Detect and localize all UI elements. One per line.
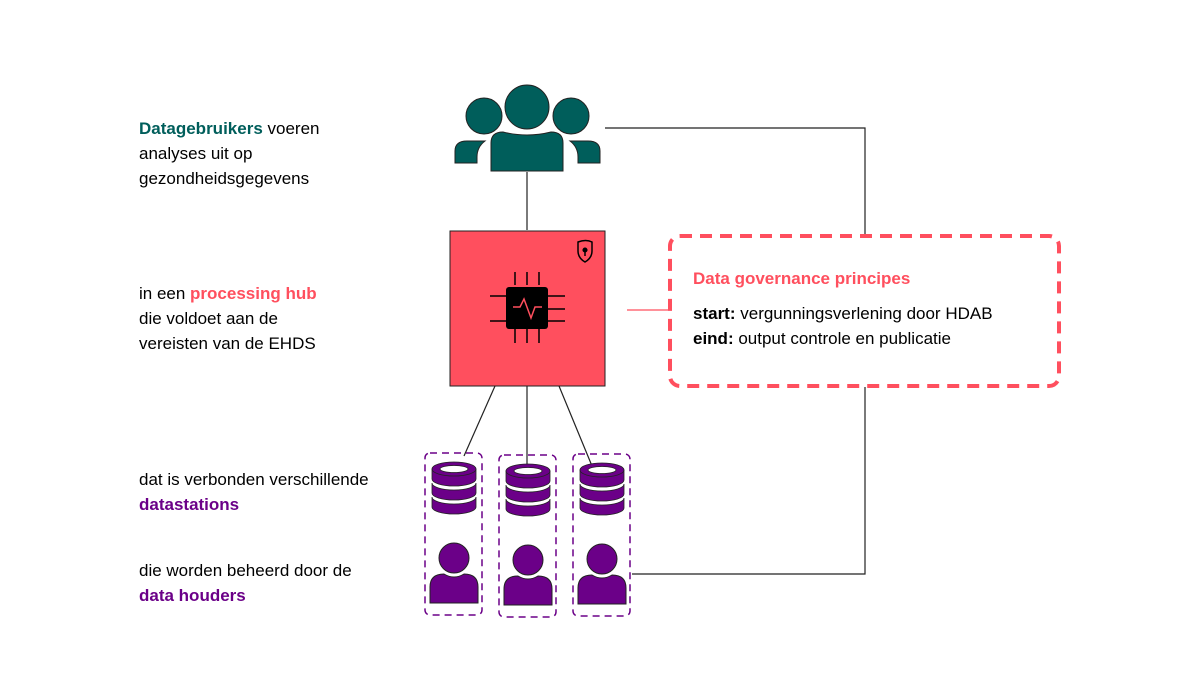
users-to-governance-line: [605, 127, 866, 235]
users-group-icon: [454, 84, 601, 172]
stations-highlight: datastations: [139, 495, 240, 514]
cpu-chip-icon: [490, 272, 565, 343]
end-text: output controle en publicatie: [733, 329, 951, 348]
hub-highlight: processing hub: [190, 284, 317, 303]
datastation-column: [424, 452, 483, 616]
stations-description: dat is verbonden verschillende datastati…: [139, 467, 369, 517]
holders-description: die worden beheerd door de data houders: [139, 558, 352, 608]
start-text: vergunningsverlening door HDAB: [735, 304, 993, 323]
shield-lock-icon: [577, 239, 593, 263]
hub-text-3: vereisten van de EHDS: [139, 334, 316, 353]
holders-highlight: data houders: [139, 586, 246, 605]
end-label: eind:: [693, 329, 734, 348]
start-label: start:: [693, 304, 736, 323]
database-icon: [505, 463, 551, 517]
data-holder-icon: [503, 544, 553, 606]
hub-text-prefix: in een: [139, 284, 191, 303]
connectors: [463, 127, 866, 575]
users-text-3: gezondheidsgegevens: [139, 169, 310, 188]
holders-text-1: die worden beheerd door de: [139, 561, 352, 580]
users-text-2: analyses uit op: [139, 144, 253, 163]
governance-content: Data governance principes start: vergunn…: [693, 266, 993, 351]
hub-description: in een processing hub die voldoet aan de…: [139, 281, 317, 356]
users-description: Datagebruikers voeren analyses uit op ge…: [139, 116, 319, 191]
datastation-column: [572, 453, 631, 617]
governance-title: Data governance principes: [693, 269, 911, 288]
governance-box: [668, 234, 1061, 388]
stations-text-1: dat is verbonden verschillende: [139, 470, 369, 489]
data-holder-icon: [429, 542, 479, 604]
database-icon: [431, 461, 477, 515]
hub-to-station-1-line: [463, 385, 496, 457]
hub-text-2: die voldoet aan de: [139, 309, 278, 328]
database-icon: [579, 462, 625, 516]
data-holder-icon: [577, 543, 627, 605]
datastation-column: [498, 454, 557, 618]
users-highlight: Datagebruikers: [139, 119, 263, 138]
users-text-1: voeren: [262, 119, 320, 138]
hub-to-station-3-line: [558, 385, 593, 467]
governance-to-holders-line: [632, 387, 866, 575]
